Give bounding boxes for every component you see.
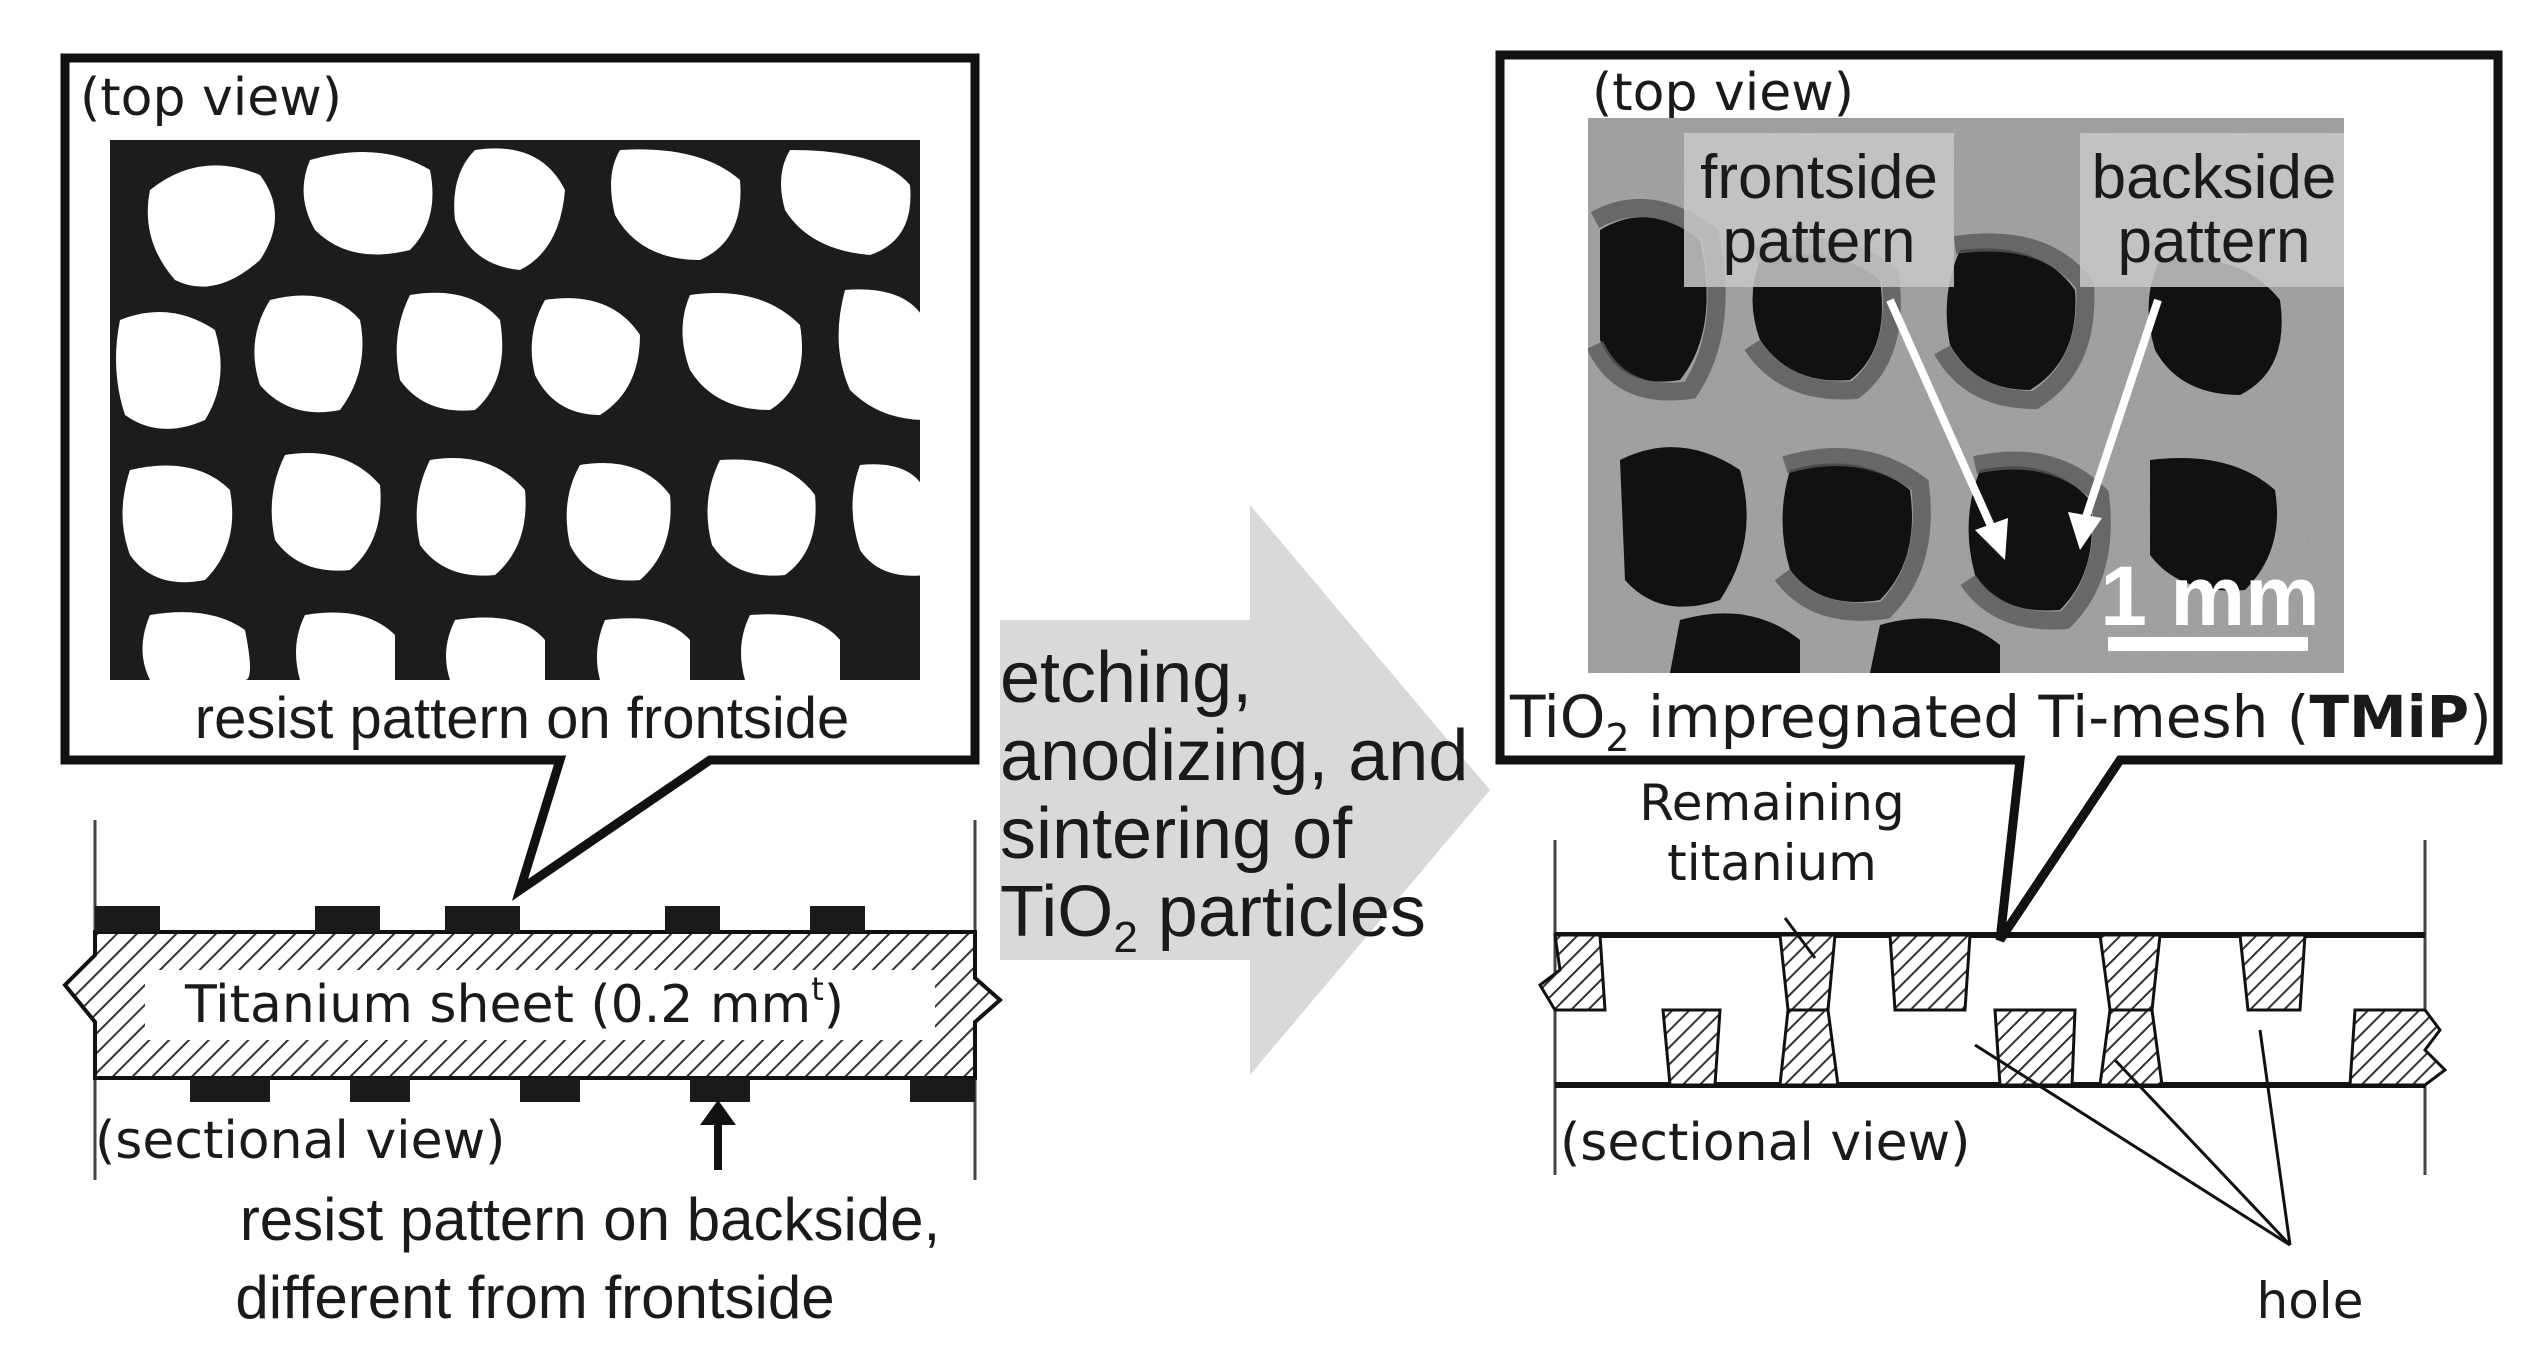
backside-label-line2: pattern bbox=[2117, 207, 2310, 276]
scale-bar-label: 1 mm bbox=[2100, 549, 2319, 643]
tmip-caption: TiO2 impregnated Ti-mesh (TMiP) bbox=[1509, 683, 2492, 760]
ti-edge-left bbox=[1538, 933, 1607, 1012]
resist-back-caption-line1: resist pattern on backside, bbox=[240, 1186, 940, 1253]
remaining-titanium-pointer bbox=[1783, 917, 1817, 959]
frontside-label-line2: pattern bbox=[1722, 207, 1915, 276]
left-top-view-callout: (top view) bbox=[60, 53, 980, 901]
titanium-sheet-label-box bbox=[145, 970, 935, 1040]
right-sectional-label: (sectional view) bbox=[1560, 1113, 1970, 1173]
resist-back-caption-line2: different from frontside bbox=[235, 1264, 834, 1331]
right-top-view-label: (top view) bbox=[1592, 63, 1854, 123]
process-line1: etching, bbox=[1000, 638, 1252, 718]
tmip-micrograph: frontside pattern backside pattern 1 mm bbox=[1588, 118, 2344, 673]
remaining-titanium-line2: titanium bbox=[1667, 834, 1877, 892]
process-line2: anodizing, and bbox=[1000, 716, 1468, 796]
left-sectional-view: Titanium sheet (0.2 mmt) (sectional view… bbox=[62, 820, 1004, 1331]
left-top-view-label: (top view) bbox=[80, 68, 342, 128]
frontside-label-line1: frontside bbox=[1700, 143, 1938, 212]
right-top-view-callout: (top view) bbox=[1495, 50, 2503, 943]
resist-front-caption: resist pattern on frontside bbox=[195, 686, 849, 751]
backside-label-box bbox=[2080, 133, 2344, 287]
titanium-sheet-label: Titanium sheet (0.2 mmt) bbox=[184, 970, 844, 1035]
resist-pattern-image bbox=[110, 140, 920, 680]
scale-bar bbox=[2108, 637, 2308, 651]
hole-label: hole bbox=[2257, 1272, 2364, 1330]
remaining-titanium-line1: Remaining bbox=[1639, 774, 1905, 832]
process-arrow: etching, anodizing, and sintering of TiO… bbox=[1000, 505, 1490, 1075]
process-arrow-shape bbox=[1000, 505, 1490, 1075]
remaining-titanium-bottom bbox=[1661, 1008, 2448, 1087]
hole-pointers bbox=[1974, 1029, 2292, 1247]
back-resist-blocks bbox=[190, 1078, 975, 1102]
process-line4: TiO2 particles bbox=[1000, 872, 1426, 962]
front-resist-blocks bbox=[95, 906, 865, 932]
left-sectional-label: (sectional view) bbox=[95, 1111, 505, 1171]
backside-label-line1: backside bbox=[2092, 143, 2337, 212]
frontside-label-box bbox=[1684, 133, 1954, 287]
frontside-arrow bbox=[1886, 298, 1999, 537]
process-line3: sintering of bbox=[1000, 794, 1353, 874]
remaining-titanium-top bbox=[1778, 933, 2307, 1012]
backside-arrow bbox=[2081, 298, 2162, 522]
right-sectional-view: Remaining titanium (sectional view) hole bbox=[1538, 774, 2448, 1330]
